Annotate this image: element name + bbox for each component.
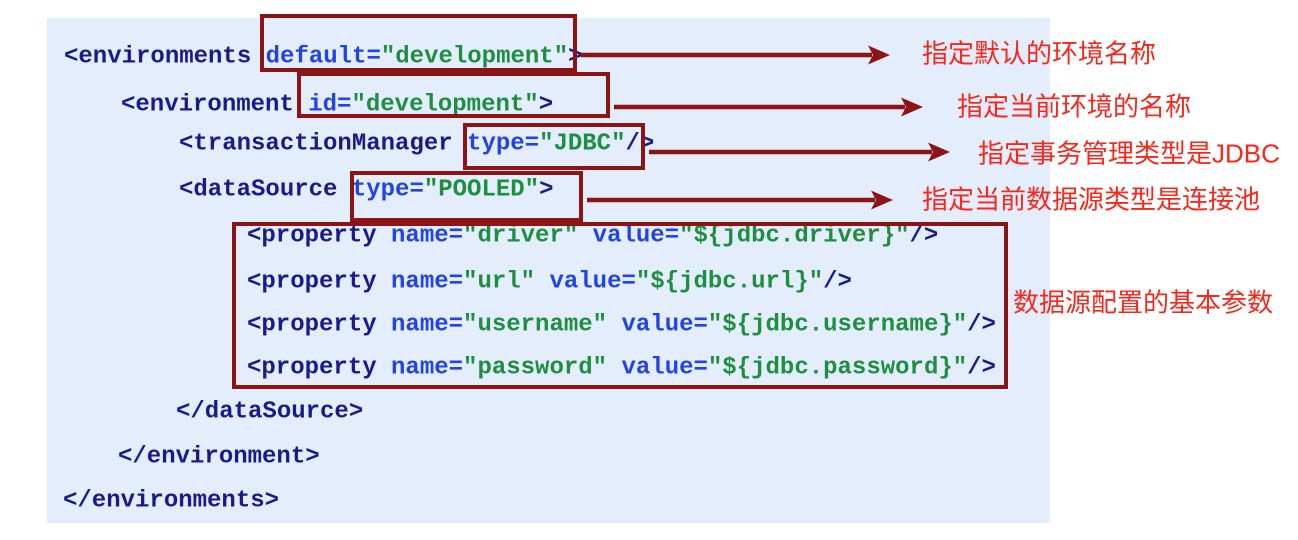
annotation-current-environment: 指定当前环境的名称 bbox=[957, 91, 1192, 122]
code-token-val: "${jdbc.password}" bbox=[707, 354, 968, 382]
code-token-tag: > bbox=[539, 176, 554, 204]
code-line: <property name="username" value="${jdbc.… bbox=[247, 312, 996, 339]
code-token-tag: <property bbox=[247, 222, 392, 250]
code-line: </environments> bbox=[63, 488, 279, 515]
code-token-val: "development" bbox=[380, 43, 569, 71]
code-token-tag: <environments bbox=[64, 43, 266, 71]
code-token-attr: name= bbox=[391, 354, 464, 382]
code-token-attr: name= bbox=[391, 268, 464, 296]
code-panel-background bbox=[47, 18, 1050, 523]
code-token-tag: > bbox=[538, 91, 554, 119]
code-line: <property name="url" value="${jdbc.url}"… bbox=[247, 269, 852, 296]
highlight-box-transaction-type bbox=[463, 123, 645, 170]
annotation-default-environment: 指定默认的环境名称 bbox=[922, 38, 1157, 69]
annotation-datasource-properties: 数据源配置的基本参数 bbox=[1013, 287, 1274, 318]
code-token-attr: name= bbox=[391, 222, 464, 250]
annotation-transaction-manager: 指定事务管理类型是JDBC bbox=[978, 138, 1280, 169]
code-token-val: "${jdbc.driver}" bbox=[679, 222, 910, 250]
code-token-tag: <property bbox=[247, 354, 392, 382]
highlight-box-properties bbox=[232, 222, 1008, 389]
highlight-box-id-attribute bbox=[297, 72, 610, 118]
code-line: </environment> bbox=[118, 444, 320, 471]
code-token-tag: </environments> bbox=[63, 487, 280, 515]
code-token-attr: default= bbox=[265, 43, 381, 71]
code-token-tag: <property bbox=[247, 268, 392, 296]
code-token-tag: <environment bbox=[121, 91, 309, 119]
code-token-attr: type= bbox=[467, 130, 540, 158]
code-token-val: "password" bbox=[463, 354, 608, 382]
code-line: <dataSource type="POOLED"> bbox=[179, 177, 553, 204]
code-token-tag: </dataSource> bbox=[176, 398, 364, 426]
code-token-tag: /> bbox=[967, 311, 996, 339]
code-token-tag: /> bbox=[967, 354, 996, 382]
code-token-val: "POOLED" bbox=[423, 176, 540, 204]
code-token-attr: value= bbox=[607, 354, 708, 382]
code-token-val: "url" bbox=[463, 268, 536, 296]
code-line: <transactionManager type="JDBC"/> bbox=[179, 131, 654, 158]
code-line: <environments default="development"> bbox=[64, 44, 583, 71]
code-token-attr: value= bbox=[578, 222, 680, 250]
code-token-val: "${jdbc.url}" bbox=[635, 268, 824, 296]
code-token-val: "driver" bbox=[463, 222, 579, 250]
code-token-attr: value= bbox=[607, 311, 708, 339]
highlight-box-default-attribute bbox=[260, 14, 577, 72]
highlight-box-datasource-type bbox=[350, 171, 583, 222]
code-token-tag: </environment> bbox=[118, 443, 320, 471]
code-line: <property name="password" value="${jdbc.… bbox=[247, 355, 996, 382]
code-token-tag: <transactionManager bbox=[179, 130, 468, 158]
code-line: <property name="driver" value="${jdbc.dr… bbox=[247, 223, 938, 250]
code-token-tag: <property bbox=[247, 311, 392, 339]
code-token-attr: type= bbox=[351, 176, 424, 204]
code-token-tag: <dataSource bbox=[179, 176, 352, 204]
code-token-val: "JDBC" bbox=[539, 130, 626, 158]
annotation-datasource-type: 指定当前数据源类型是连接池 bbox=[922, 184, 1261, 215]
code-token-attr: value= bbox=[535, 268, 636, 296]
code-token-tag: /> bbox=[909, 222, 939, 250]
code-line: </dataSource> bbox=[176, 399, 363, 426]
code-token-val: "username" bbox=[463, 311, 608, 339]
code-token-val: "${jdbc.username}" bbox=[707, 311, 968, 339]
code-token-attr: name= bbox=[391, 311, 464, 339]
code-token-tag: /> bbox=[823, 268, 852, 296]
